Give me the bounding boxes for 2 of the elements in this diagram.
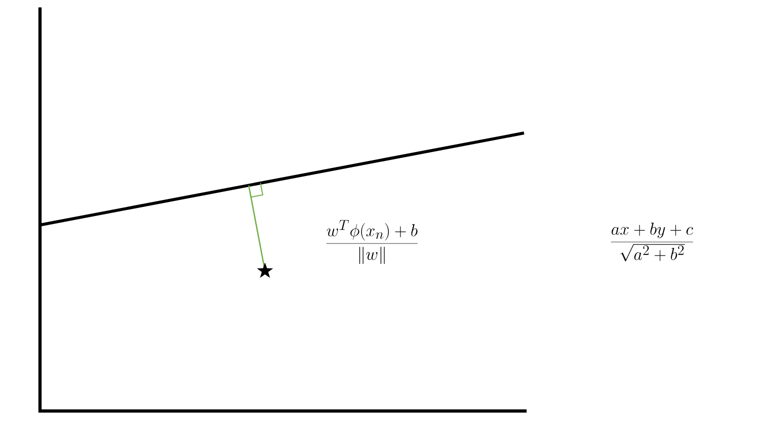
- formula: $\frac{w^{T}\phi(x_n)+b}{\|w\|}$: [326, 220, 418, 264]
- formula: $\frac{ax+by+c}{\sqrt{a^2+b^2}}$: [610, 222, 694, 262]
